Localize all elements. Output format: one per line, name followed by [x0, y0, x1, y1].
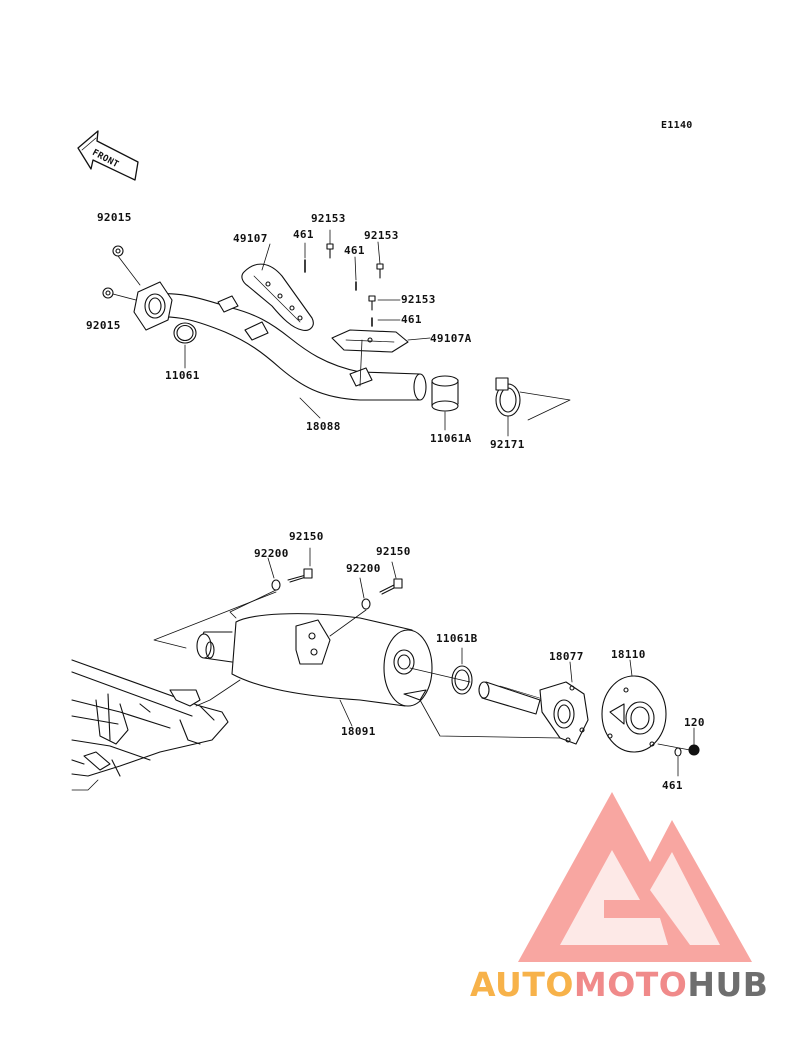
part-label-11061B: 11061B [436, 632, 478, 645]
muffler-18091-icon [196, 613, 433, 707]
head-pipe-18088 [133, 281, 427, 401]
part-label-11061: 11061 [165, 369, 200, 382]
clamp-92171-icon [495, 377, 521, 417]
part-label-461-d: 461 [662, 779, 683, 792]
frame-icon [71, 659, 229, 777]
part-label-92150-a: 92150 [289, 530, 324, 543]
watermark-auto: AUTO [470, 965, 574, 1004]
gasket-11061B-icon [451, 665, 473, 695]
diagram-code: E1140 [661, 120, 693, 131]
part-label-92200-b: 92200 [346, 562, 381, 575]
washer-461-icon [304, 259, 373, 327]
part-label-49107A: 49107A [430, 332, 472, 345]
part-label-92200-a: 92200 [254, 547, 289, 560]
sleeve-11061A-icon [431, 375, 459, 412]
gasket-11061-icon [173, 322, 197, 344]
part-label-92015-top: 92015 [97, 211, 132, 224]
part-label-49107: 49107 [233, 232, 268, 245]
part-label-461-b: 461 [344, 244, 365, 257]
pipe-18077-icon [478, 681, 589, 745]
part-label-11061A: 11061A [430, 432, 472, 445]
bolt-92150-icon [287, 568, 403, 595]
bolt-92153-icon [326, 243, 384, 311]
part-label-92150-b: 92150 [376, 545, 411, 558]
front-arrow-icon [77, 130, 139, 181]
bolt-120-icon [688, 727, 700, 756]
part-label-92153-a: 92153 [311, 212, 346, 225]
heat-guard-49107-icon [241, 263, 314, 331]
part-label-120: 120 [684, 716, 705, 729]
nut-92015-icon [102, 245, 124, 299]
part-label-18088: 18088 [306, 420, 341, 433]
part-label-461-a: 461 [293, 228, 314, 241]
washer-92200-icon [271, 579, 371, 610]
part-label-461-c: 461 [401, 313, 422, 326]
part-label-18091: 18091 [341, 725, 376, 738]
washer-461-lower-icon [674, 747, 682, 777]
part-label-92015-bottom: 92015 [86, 319, 121, 332]
part-label-18110: 18110 [611, 648, 646, 661]
part-label-18077: 18077 [549, 650, 584, 663]
watermark-hub: HUB [687, 965, 769, 1004]
automotohub-watermark: AUTOMOTOHUB [470, 965, 768, 1004]
automotohub-logo-icon [518, 792, 752, 962]
part-label-92153-b: 92153 [364, 229, 399, 242]
watermark-moto: MOTO [573, 965, 688, 1004]
part-label-92171: 92171 [490, 438, 525, 451]
part-label-92153-c: 92153 [401, 293, 436, 306]
heat-guard-49107A-icon [331, 329, 409, 353]
end-cap-18110-icon [601, 675, 667, 753]
